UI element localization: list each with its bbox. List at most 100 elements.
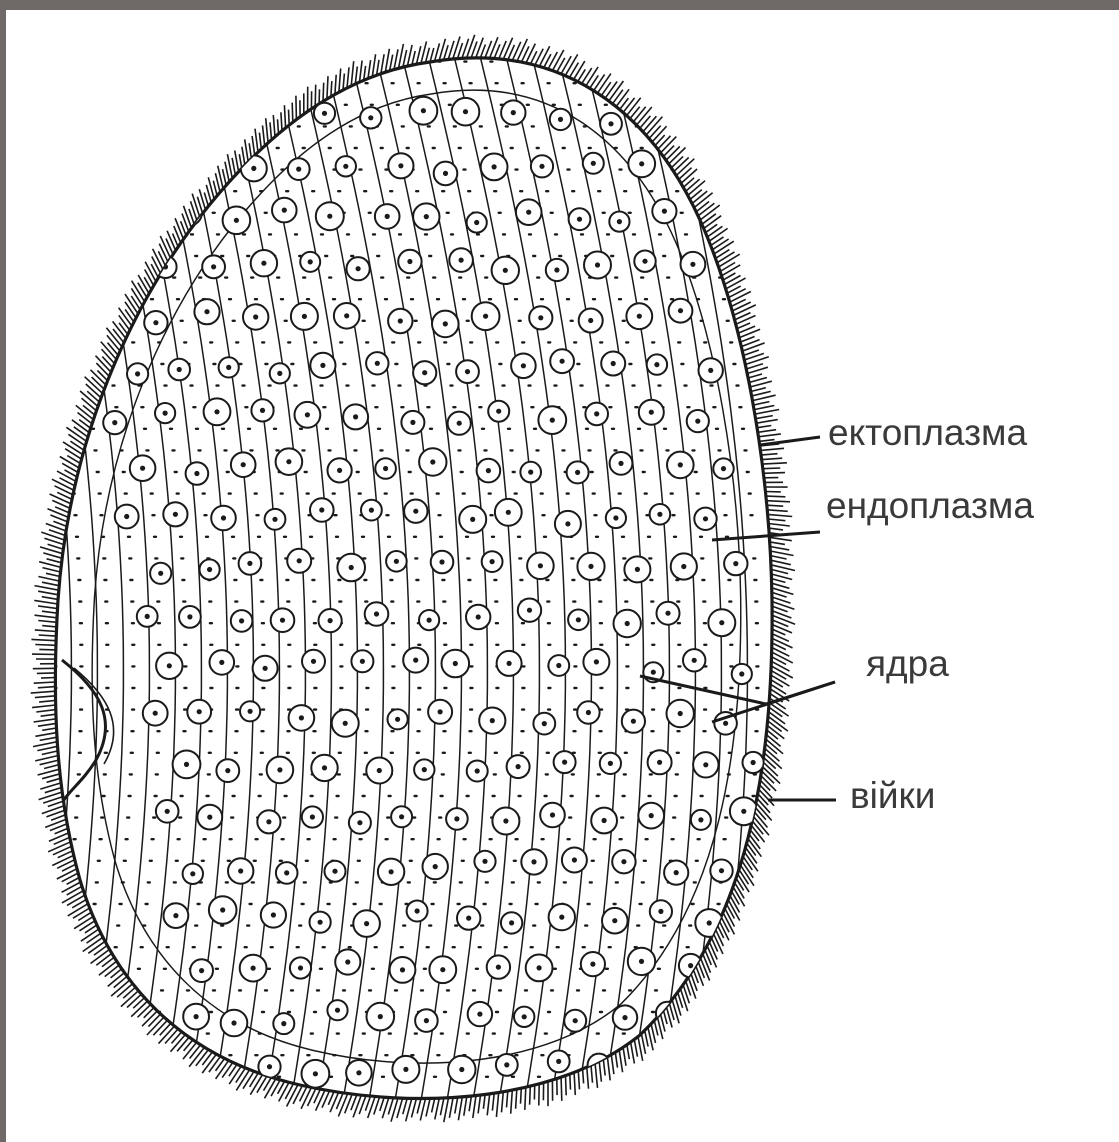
nucleolus [173,512,178,517]
nucleolus [137,208,142,213]
nucleolus [364,921,369,926]
nucleolus [586,710,591,715]
nucleolus [327,214,332,219]
nucleolus [492,164,497,169]
nucleolus [112,420,117,425]
nucleolus [272,517,277,522]
nucleus [750,909,771,930]
nucleolus [662,209,667,214]
nucleolus [688,963,693,968]
nucleolus [199,968,204,973]
nucleolus [286,459,291,464]
nucleolus [253,314,258,319]
nucleolus [602,818,607,823]
nucleolus [332,869,337,874]
nucleolus [344,313,349,318]
nucleolus [465,369,470,374]
nucleolus [617,219,622,224]
nucleolus [335,1008,340,1013]
nucleolus [703,516,708,521]
nucleolus [594,659,599,664]
nucleolus [503,818,508,823]
nucleolus [94,218,99,223]
nucleolus [483,314,488,319]
nucleolus [654,362,659,367]
nucleolus [187,614,192,619]
nucleolus [621,859,626,864]
nucleolus [681,564,686,569]
nucleus [211,103,237,129]
nucleolus [305,412,310,417]
nucleolus [723,721,728,726]
nucleolus [565,521,570,526]
nucleolus [267,1064,272,1069]
nucleolus [261,261,266,266]
nucleolus [167,663,172,668]
nucleolus [124,514,129,519]
nucleolus [608,121,613,126]
nucleolus [271,912,276,917]
label-ectoplasm: ектоплазма [828,412,1027,453]
nucleolus [474,220,479,225]
nucleolus [459,258,464,263]
nucleolus [780,960,785,965]
nucleolus [576,617,581,622]
nucleolus [328,618,333,623]
nucleolus [690,262,695,267]
nucleolus [763,859,768,864]
nucleolus [703,762,708,767]
nucleolus [692,658,697,663]
nucleolus [527,608,532,613]
nucleolus [422,370,427,375]
nucleolus [322,111,327,116]
nucleolus [383,466,388,471]
nucleolus [496,409,501,414]
nucleolus [459,1067,464,1072]
label-endoplasm: ендоплазма [826,485,1034,526]
nucleolus [443,321,448,326]
nucleus [752,999,774,1021]
nucleolus [298,965,303,970]
nucleolus [678,308,683,313]
nucleolus [457,421,462,426]
nucleolus [220,907,225,912]
nucleus [730,1052,754,1076]
nucleolus [343,721,348,726]
nucleolus [204,309,209,314]
nucleolus [135,371,140,376]
nucleolus [398,163,403,168]
nucleolus [238,868,243,873]
nucleolus [649,410,654,415]
nucleolus [403,1067,408,1072]
nucleolus [226,365,231,370]
nucleolus [560,359,565,364]
nucleolus [651,670,656,675]
nucleolus [398,318,403,323]
nucleus [85,208,109,232]
nucleolus [211,264,216,269]
nucleus [196,162,218,184]
nucleolus [438,709,443,714]
nucleus [642,1053,670,1081]
nucleolus [310,814,315,819]
nucleolus [522,1014,527,1019]
nucleolus [631,719,636,724]
nucleolus [760,1008,765,1013]
nucleolus [415,908,420,913]
nucleolus [707,920,712,925]
nucleus [98,159,121,182]
nucleolus [281,1021,286,1026]
nucleolus [389,869,394,874]
nucleolus [163,411,168,416]
nucleolus [657,512,662,517]
nucleolus [302,314,307,319]
nucleolus [267,117,272,122]
nucleolus [313,1071,318,1076]
nucleolus [165,809,170,814]
nucleolus [158,571,163,576]
nucleolus [207,567,212,572]
nucleolus [613,515,618,520]
nucleolus [194,1014,199,1019]
nucleolus [719,620,724,625]
nucleolus [413,509,418,514]
